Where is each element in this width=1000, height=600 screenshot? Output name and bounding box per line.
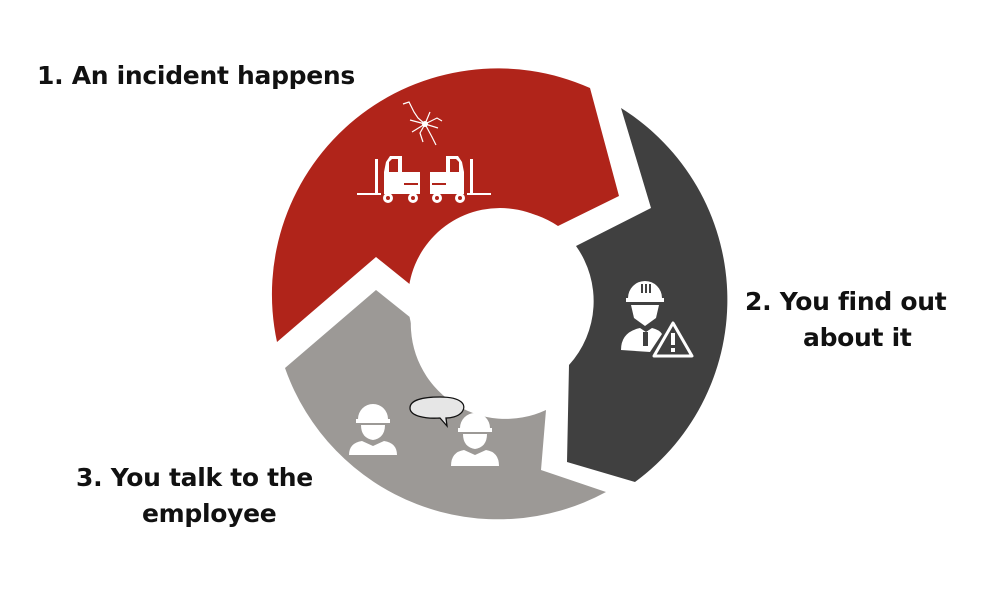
center-hole (408, 208, 592, 392)
step-2-text-line1: 2. You find out (745, 287, 947, 316)
step-3-text-line1: 3. You talk to the (76, 463, 313, 492)
step-3-text-line2: employee (142, 499, 277, 528)
workers-conversation-icon (349, 396, 499, 466)
worker-warning-icon (621, 281, 694, 358)
forklift-collision-icon (357, 101, 491, 203)
step-1-text: 1. An incident happens (37, 61, 355, 90)
step-2-text-line2: about it (803, 323, 912, 352)
step-2-label: 2. You find out about it (745, 284, 947, 356)
step-1-label: 1. An incident happens (37, 58, 355, 94)
segment-1-incident (271, 68, 619, 342)
step-3-label: 3. You talk to the employee (76, 460, 313, 532)
